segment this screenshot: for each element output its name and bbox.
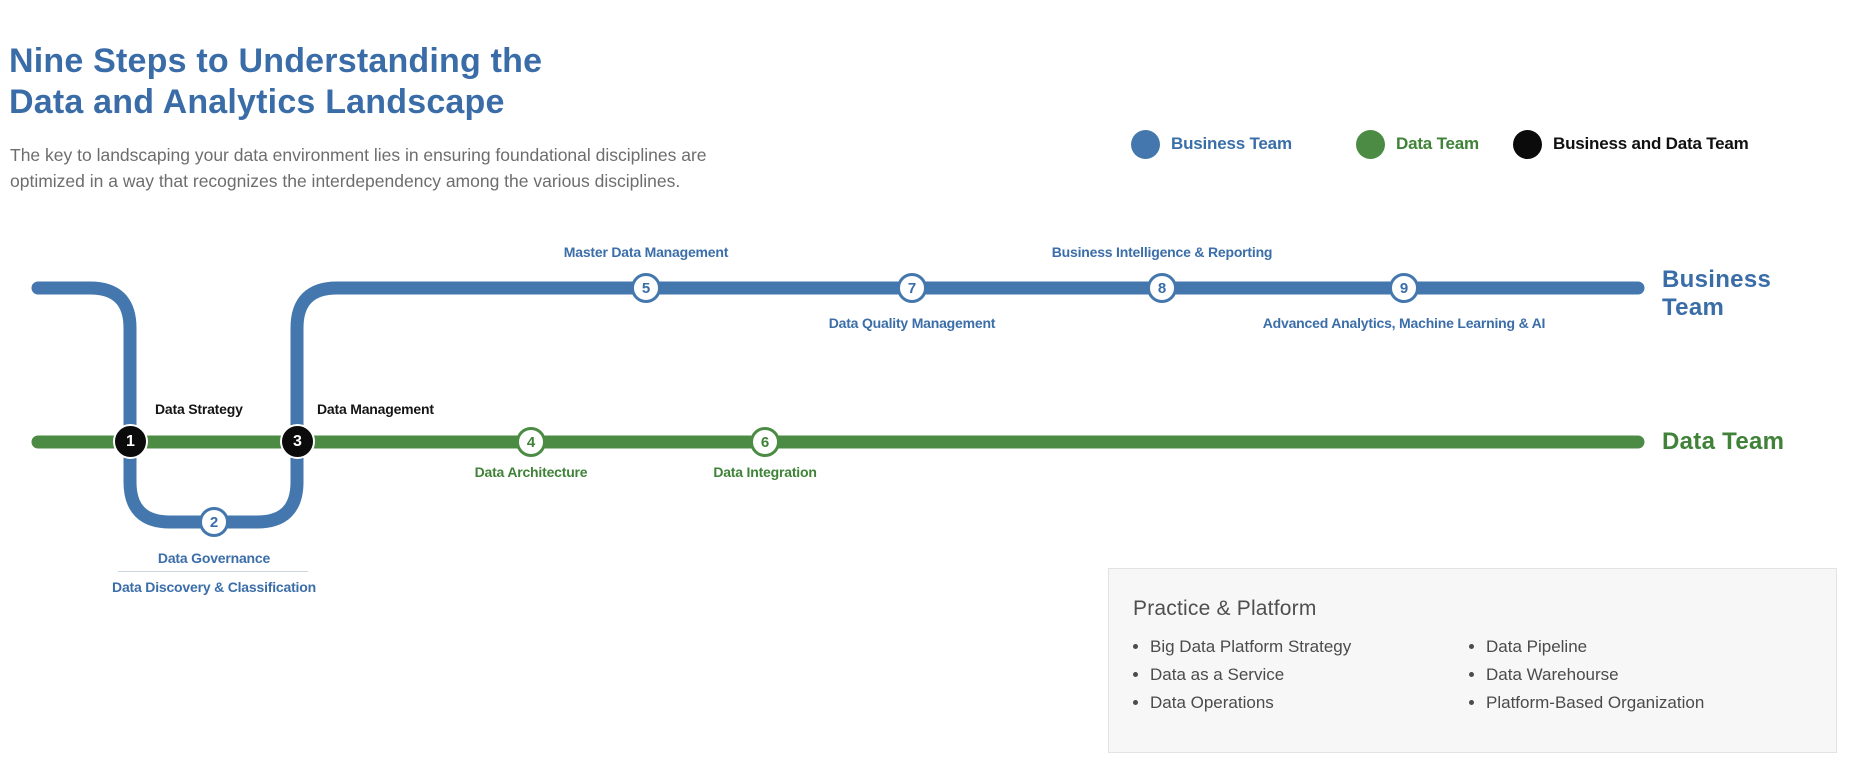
page-title: Nine Steps to Understanding the Data and… xyxy=(9,41,543,121)
station-6: 6 xyxy=(750,427,780,457)
legend-item-data-team: Data Team xyxy=(1356,129,1479,159)
station-8: 8 xyxy=(1147,273,1177,303)
station-5-label: Master Data Management xyxy=(563,244,729,260)
list-item: Big Data Platform Strategy xyxy=(1150,635,1351,658)
business-and-data-team-dot-icon xyxy=(1513,129,1542,159)
practice-platform-list-2: Data Pipeline Data Warehourse Platform-B… xyxy=(1469,635,1704,719)
station-number: 5 xyxy=(641,279,651,297)
station-8-label: Business Intelligence & Reporting xyxy=(1051,244,1273,260)
list-item: Data Warehourse xyxy=(1486,663,1704,686)
list-item: Platform-Based Organization xyxy=(1486,691,1704,714)
station-6-label: Data Integration xyxy=(713,464,817,480)
business-team-dot-icon xyxy=(1131,129,1160,159)
legend-label: Business Team xyxy=(1171,134,1292,153)
governance-label-divider xyxy=(118,571,308,572)
station-number: 1 xyxy=(126,432,135,450)
list-item: Data as a Service xyxy=(1150,663,1351,686)
practice-platform-list-1: Big Data Platform Strategy Data as a Ser… xyxy=(1133,635,1351,719)
data-team-line-label: Data Team xyxy=(1662,428,1785,455)
practice-platform-title: Practice & Platform xyxy=(1133,597,1317,620)
legend-label: Data Team xyxy=(1396,134,1479,153)
station-1: 1 xyxy=(113,424,148,459)
legend-item-business-and-data-team: Business and Data Team xyxy=(1513,129,1749,159)
practice-platform-panel: Practice & Platform Big Data Platform St… xyxy=(1108,568,1837,753)
station-number: 8 xyxy=(1157,279,1167,297)
station-9-label: Advanced Analytics, Machine Learning & A… xyxy=(1262,315,1546,331)
list-item: Data Pipeline xyxy=(1486,635,1704,658)
station-number: 6 xyxy=(760,433,770,451)
station-number: 2 xyxy=(209,513,219,531)
legend-label: Business and Data Team xyxy=(1553,134,1749,153)
station-9: 9 xyxy=(1389,273,1419,303)
station-2-label: Data Governance xyxy=(157,550,271,566)
station-2-sub-label: Data Discovery & Classification xyxy=(112,579,316,595)
station-number: 9 xyxy=(1399,279,1409,297)
business-team-line-label: Business Team xyxy=(1662,266,1772,321)
station-4-label: Data Architecture xyxy=(474,464,588,480)
legend-item-business-team: Business Team xyxy=(1131,129,1292,159)
station-number: 4 xyxy=(526,433,536,451)
page-subtitle: The key to landscaping your data environ… xyxy=(10,144,707,191)
station-7: 7 xyxy=(897,273,927,303)
list-item: Data Operations xyxy=(1150,691,1351,714)
station-3-label: Data Management xyxy=(317,401,434,417)
station-number: 3 xyxy=(293,432,302,450)
station-2: 2 xyxy=(199,507,229,537)
station-1-label: Data Strategy xyxy=(155,401,243,417)
station-4: 4 xyxy=(516,427,546,457)
station-5: 5 xyxy=(631,273,661,303)
station-3: 3 xyxy=(280,424,315,459)
station-7-label: Data Quality Management xyxy=(828,315,996,331)
station-number: 7 xyxy=(907,279,917,297)
data-team-dot-icon xyxy=(1356,129,1385,159)
